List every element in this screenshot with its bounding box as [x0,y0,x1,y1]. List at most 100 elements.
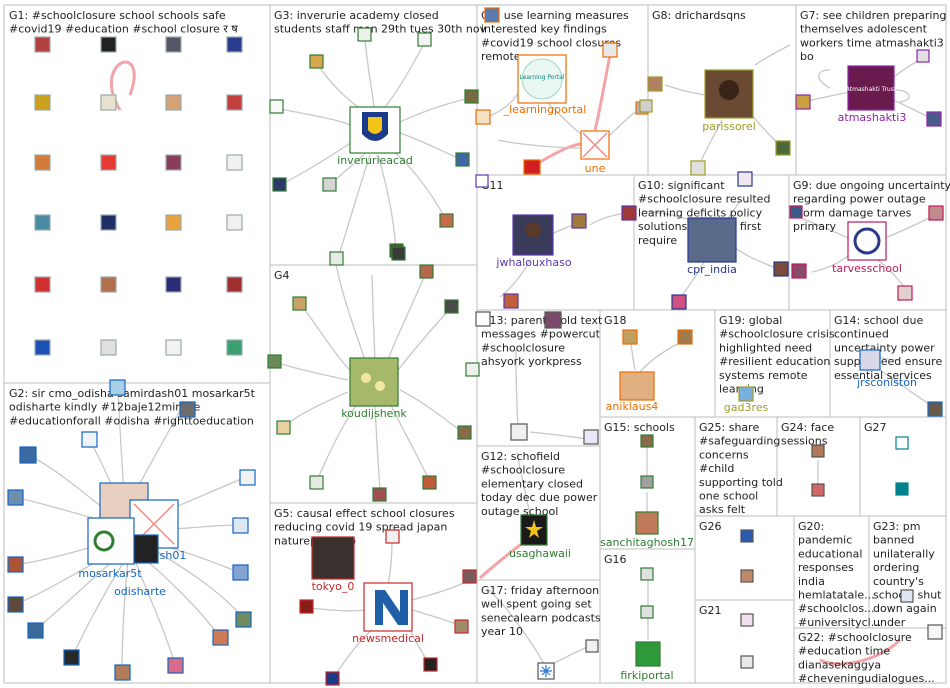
vertex-avatar[interactable] [789,205,803,219]
vertex-avatar[interactable] [926,111,942,127]
vertex-avatar[interactable] [226,339,243,356]
vertex-avatar-sanchitaghosh17[interactable] [635,511,659,535]
vertex-avatar[interactable] [475,109,491,125]
vertex-avatar[interactable] [503,293,519,309]
vertex-avatar[interactable] [737,171,753,187]
vertex-avatar[interactable] [7,556,24,573]
vertex-avatar[interactable] [928,205,944,221]
vertex-avatar[interactable] [34,276,51,293]
vertex-avatar[interactable] [179,401,196,418]
vertex-avatar[interactable] [27,622,44,639]
vertex-avatar[interactable] [457,425,472,440]
vertex-avatar[interactable] [444,299,459,314]
vertex-avatar[interactable] [895,482,909,496]
vertex-avatar[interactable] [484,7,500,23]
vertex-avatar[interactable] [647,76,663,92]
vertex-avatar[interactable] [791,263,807,279]
vertex-avatar[interactable] [7,489,24,506]
vertex-avatar[interactable] [690,160,706,176]
vertex-avatar[interactable] [811,444,825,458]
vertex-avatar[interactable] [417,32,432,47]
vertex-avatar[interactable] [740,569,754,583]
vertex-avatar[interactable] [239,469,256,486]
vertex-avatar[interactable] [100,214,117,231]
vertex-avatar[interactable] [357,27,372,42]
vertex-avatar[interactable] [34,94,51,111]
vertex-avatar[interactable] [292,296,307,311]
vertex-avatar-atmashakti3[interactable] [847,65,895,111]
vertex-avatar[interactable] [165,214,182,231]
vertex-avatar[interactable] [927,624,943,640]
vertex-avatar[interactable] [385,529,400,544]
vertex-avatar[interactable] [621,205,637,221]
vertex-avatar[interactable] [544,311,562,329]
vertex-avatar[interactable] [100,276,117,293]
vertex-avatar[interactable] [740,529,754,543]
vertex-avatar-tokyo_0[interactable] [311,536,355,580]
vertex-avatar[interactable] [455,152,470,167]
vertex-avatar[interactable] [677,329,693,345]
vertex-avatar[interactable] [226,36,243,53]
vertex-avatar[interactable] [235,611,252,628]
vertex-avatar[interactable] [795,94,811,110]
vertex-avatar-firkiportal[interactable] [635,641,661,667]
vertex-avatar[interactable] [325,671,340,686]
vertex-avatar[interactable] [165,36,182,53]
vertex-avatar[interactable] [900,589,914,603]
vertex-avatar[interactable] [226,154,243,171]
vertex-avatar[interactable] [63,649,80,666]
vertex-avatar[interactable] [167,657,184,674]
vertex-avatar-jrsconiston[interactable] [859,349,881,371]
vertex-avatar[interactable] [640,605,654,619]
vertex-avatar[interactable] [269,99,284,114]
vertex-avatar[interactable] [465,362,480,377]
vertex-avatar[interactable] [510,423,528,441]
vertex-avatar[interactable] [114,664,131,681]
vertex-avatar[interactable] [391,246,406,261]
vertex-avatar[interactable] [897,285,913,301]
vertex-avatar[interactable] [740,613,754,627]
vertex-avatar[interactable] [454,619,469,634]
vertex-avatar[interactable] [927,401,943,417]
vertex-avatar[interactable] [462,569,477,584]
vertex-avatar[interactable] [34,214,51,231]
vertex-avatar[interactable] [622,329,638,345]
vertex-avatar[interactable] [226,94,243,111]
vertex-avatar[interactable] [811,483,825,497]
vertex-avatar[interactable] [419,264,434,279]
vertex-avatar[interactable] [671,294,687,310]
vertex-avatar[interactable] [7,596,24,613]
vertex-avatar-koudijshenk[interactable] [349,357,399,407]
vertex-avatar[interactable] [232,517,249,534]
vertex-avatar-cpr_india[interactable] [687,217,737,263]
vertex-avatar[interactable] [165,339,182,356]
vertex-avatar[interactable] [34,154,51,171]
vertex-avatar[interactable] [322,177,337,192]
vertex-avatar[interactable] [81,431,98,448]
vertex-avatar[interactable] [640,475,654,489]
vertex-avatar[interactable] [299,599,314,614]
vertex-avatar[interactable] [34,339,51,356]
vertex-avatar[interactable] [100,36,117,53]
vertex-avatar[interactable] [276,420,291,435]
vertex-avatar[interactable] [639,99,653,113]
vertex-avatar[interactable] [329,251,344,266]
vertex-avatar[interactable] [422,475,437,490]
vertex-avatar[interactable] [475,174,489,188]
vertex-avatar[interactable] [100,339,117,356]
vertex-avatar[interactable] [267,354,282,369]
vertex-avatar[interactable] [100,94,117,111]
vertex-avatar[interactable] [309,54,324,69]
vertex-avatar[interactable] [226,276,243,293]
vertex-avatar[interactable] [895,436,909,450]
vertex-avatar[interactable] [19,446,37,464]
vertex-avatar[interactable] [571,213,587,229]
vertex-avatar[interactable] [640,567,654,581]
vertex-avatar[interactable] [464,89,479,104]
vertex-avatar-mosarkar5t[interactable] [87,517,135,565]
vertex-avatar[interactable] [34,36,51,53]
vertex-avatar[interactable] [423,657,438,672]
vertex-avatar[interactable] [165,94,182,111]
vertex-avatar[interactable] [372,487,387,502]
vertex-avatar[interactable] [309,475,324,490]
